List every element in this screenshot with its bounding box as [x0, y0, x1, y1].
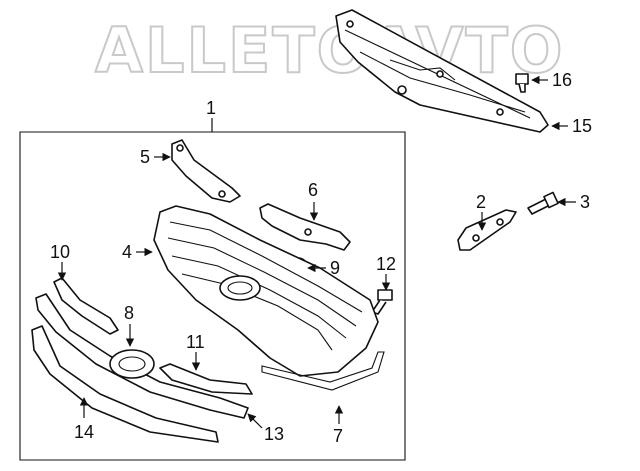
- callout-14: 14: [74, 422, 94, 442]
- callout-2: 2: [476, 192, 486, 212]
- callouts: 1 2 3 4 5 6 7 8 9 10 11 12 13 14 15 16: [50, 70, 592, 446]
- part-7-strip: [261, 351, 385, 391]
- watermark-logo: ALLETOAVTO: [94, 13, 564, 88]
- part-10-trim: [53, 277, 119, 335]
- part-12-screw: [371, 289, 393, 315]
- part-6-bracket: [259, 203, 351, 251]
- callout-5: 5: [140, 147, 150, 167]
- callout-7: 7: [333, 426, 343, 446]
- callout-6: 6: [308, 180, 318, 200]
- part-13-trim: [35, 293, 249, 419]
- callout-3: 3: [580, 192, 590, 212]
- part-4-grille: [153, 205, 379, 377]
- part-3-bolt: [527, 191, 559, 215]
- callout-12: 12: [376, 254, 396, 274]
- watermark-text: ALLETOAVTO: [95, 14, 564, 87]
- part-8-emblem: [109, 349, 155, 379]
- part-16-clip: [515, 73, 529, 93]
- callout-10: 10: [50, 242, 70, 262]
- part-5-bracket: [171, 139, 241, 203]
- part-11-strip: [159, 363, 253, 395]
- callout-8: 8: [124, 303, 134, 323]
- callout-16: 16: [552, 70, 572, 90]
- callout-11: 11: [186, 332, 205, 352]
- part-15-radiator-cover: [335, 9, 549, 133]
- part-14-trim: [31, 325, 219, 443]
- assembly-bracket: [19, 118, 406, 461]
- callout-4: 4: [122, 242, 132, 262]
- callout-1: 1: [206, 98, 216, 118]
- callout-9: 9: [330, 258, 340, 278]
- part-2-bracket: [457, 209, 517, 251]
- callout-13: 13: [264, 424, 284, 444]
- callout-15: 15: [572, 116, 592, 136]
